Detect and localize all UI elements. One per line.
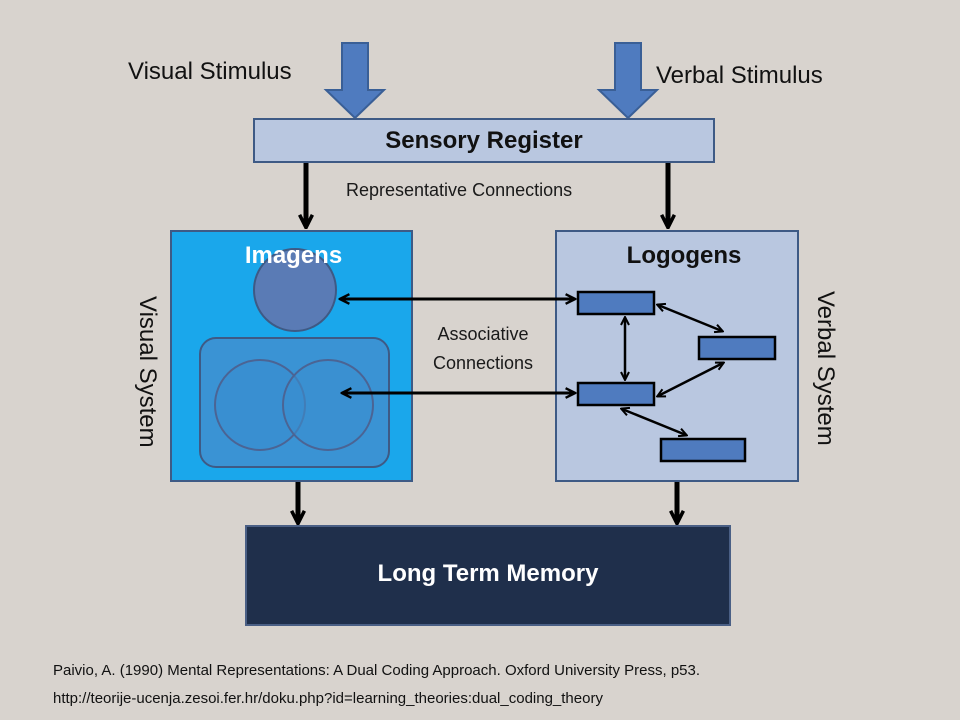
logogen-node-4	[659, 437, 747, 463]
citation-reference: Paivio, A. (1990) Mental Representations…	[53, 662, 701, 679]
verbal-stimulus-label: Verbal Stimulus	[656, 62, 823, 89]
logogen-link-3-4	[622, 409, 686, 435]
logogen-link-2-3	[658, 363, 723, 396]
visual-stimulus-arrow	[323, 42, 387, 120]
representative-connections-label: Representative Connections	[346, 180, 573, 200]
associative-connections-line1: Associative	[437, 324, 529, 344]
visual-stimulus-label: Visual Stimulus	[128, 58, 292, 85]
verbal-system-label: Verbal System	[812, 291, 839, 446]
imagen-circle-right	[282, 359, 374, 451]
visual-system-label: Visual System	[134, 296, 161, 448]
associative-connections-line2: Connections	[432, 353, 534, 373]
sensory-register-label: Sensory Register	[385, 127, 583, 154]
sensory-register-box	[253, 118, 715, 163]
imagen-circle	[253, 248, 337, 332]
long-term-memory-label: Long Term Memory	[377, 560, 599, 587]
logogen-node-2	[697, 335, 777, 361]
citation-url: http://teorije-ucenja.zesoi.fer.hr/doku.…	[53, 690, 603, 707]
long-term-memory-box	[245, 525, 731, 626]
imagens-label: Imagens	[244, 242, 343, 269]
logogen-node-1	[576, 290, 656, 316]
verbal-stimulus-arrow	[596, 42, 660, 120]
logogen-link-1-2	[658, 305, 722, 331]
logogen-node-3	[576, 381, 656, 407]
logogens-label: Logogens	[626, 242, 742, 269]
